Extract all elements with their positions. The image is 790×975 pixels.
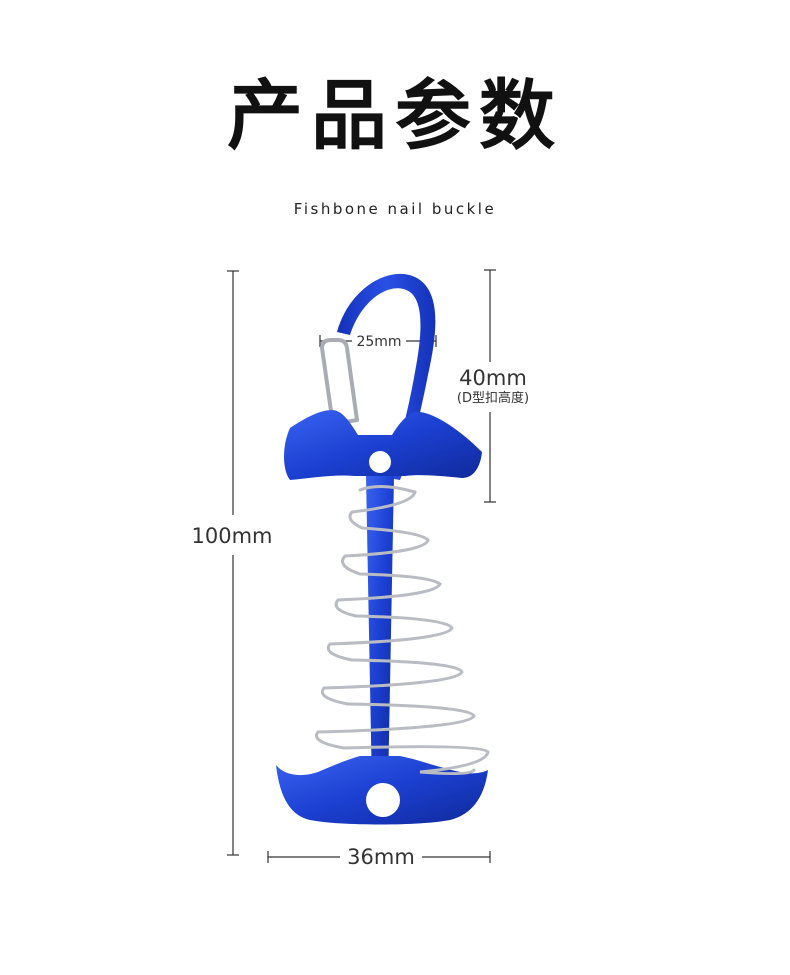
peg-top-hole bbox=[369, 451, 391, 473]
peg-top-bar bbox=[284, 410, 482, 480]
spring-coil bbox=[315, 485, 490, 776]
dimension-lines bbox=[227, 269, 496, 863]
peg-shaft bbox=[366, 476, 394, 790]
hook-height-label: 40mm bbox=[459, 366, 527, 390]
carabiner-wire-gate bbox=[320, 338, 359, 422]
hook-width-label: 25mm bbox=[356, 334, 401, 350]
total-height-label: 100mm bbox=[192, 524, 273, 548]
fishbone-buckle bbox=[276, 273, 490, 825]
product-name: Fishbone nail buckle bbox=[293, 200, 497, 218]
base-width-label: 36mm bbox=[347, 845, 415, 869]
peg-bottom-hole bbox=[366, 783, 400, 817]
hook-height-note: (D型扣高度) bbox=[457, 390, 529, 406]
page-title: 产品参数 bbox=[227, 71, 563, 160]
